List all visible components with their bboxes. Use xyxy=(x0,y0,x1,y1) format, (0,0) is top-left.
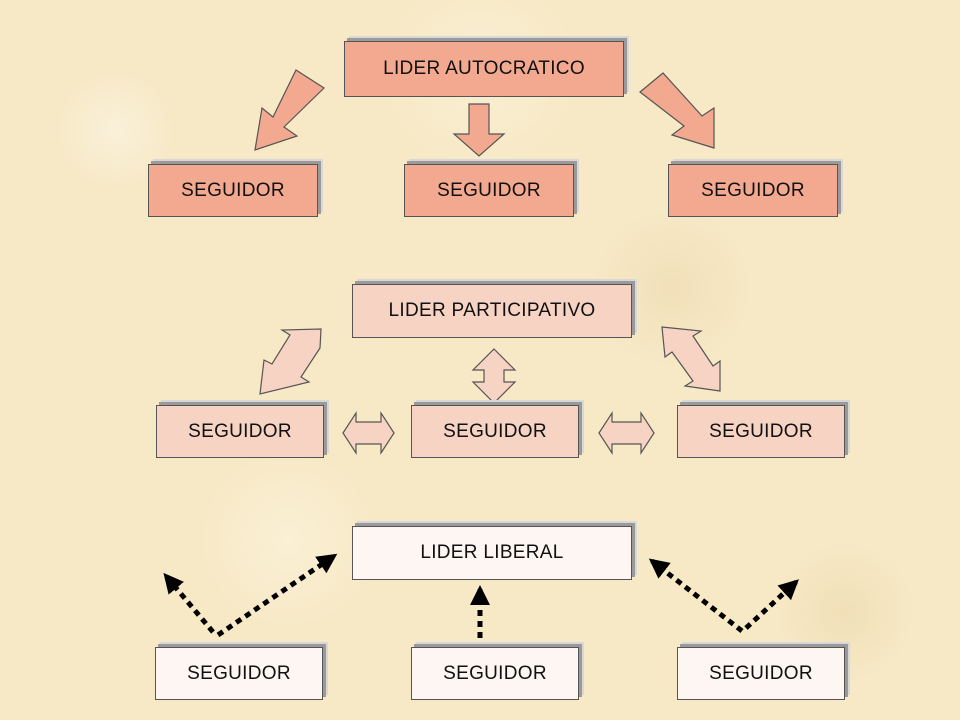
autocratic-arrows xyxy=(254,69,715,157)
double-arrow-left xyxy=(259,328,322,395)
arrow-down-right xyxy=(639,72,715,149)
double-arrow-center xyxy=(471,348,517,404)
follower-participative-3: SEGUIDOR xyxy=(677,405,845,458)
dotted-arrow-1 xyxy=(163,572,215,634)
leader-autocratic: LIDER AUTOCRATICO xyxy=(344,41,624,97)
follower-autocratic-1: SEGUIDOR xyxy=(148,164,318,217)
follower-participative-2: SEGUIDOR xyxy=(411,405,579,458)
arrow-down-left xyxy=(254,69,325,151)
participative-arrows xyxy=(259,326,721,456)
follower-liberal-1: SEGUIDOR xyxy=(155,647,323,700)
liberal-arrows xyxy=(163,553,799,638)
arrow-down-center xyxy=(452,103,506,157)
follower-liberal-2: SEGUIDOR xyxy=(411,647,579,700)
dotted-arrow-5 xyxy=(744,579,799,630)
double-arrow-horizontal-left xyxy=(342,410,395,456)
double-arrow-horizontal-right xyxy=(598,410,655,456)
dotted-arrow-2 xyxy=(216,553,338,638)
double-arrow-right xyxy=(661,326,721,392)
follower-liberal-3: SEGUIDOR xyxy=(677,647,845,700)
dotted-arrow-4 xyxy=(648,558,744,633)
leader-participative: LIDER PARTICIPATIVO xyxy=(352,284,632,338)
follower-autocratic-2: SEGUIDOR xyxy=(404,164,574,217)
follower-autocratic-3: SEGUIDOR xyxy=(668,164,838,217)
leader-liberal: LIDER LIBERAL xyxy=(352,526,632,580)
follower-participative-1: SEGUIDOR xyxy=(156,405,324,458)
